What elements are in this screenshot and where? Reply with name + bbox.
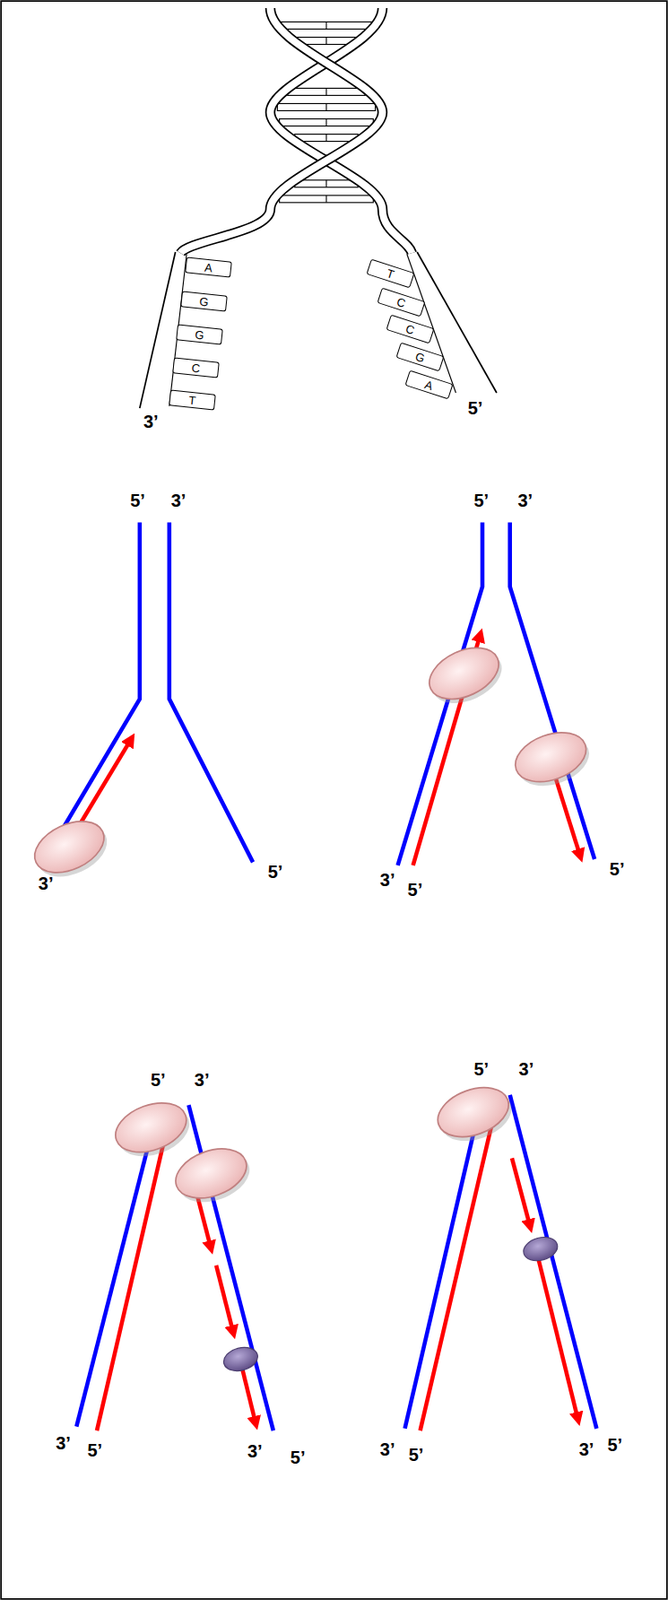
base-letter: C <box>190 361 201 374</box>
base-box: G <box>180 290 228 312</box>
strand-end-label: 5’ <box>290 1447 306 1467</box>
polymerase <box>26 810 113 883</box>
pair-divider <box>325 37 327 45</box>
pair-divider <box>325 180 327 188</box>
strand-end-label: 3’ <box>171 490 187 511</box>
base-letter: C <box>404 322 417 337</box>
base-letter: G <box>194 328 205 341</box>
strand-end-label: 5’ <box>474 1058 490 1079</box>
base-box: T <box>169 389 217 410</box>
base-letter: A <box>424 377 435 391</box>
strand-end-label: 3’ <box>55 1432 71 1453</box>
strand-end-label: 3’ <box>194 1069 210 1090</box>
base-letter: A <box>203 260 213 274</box>
leading-strand <box>420 1111 495 1431</box>
base-pair <box>287 87 365 96</box>
strand-end-label: 3’ <box>380 869 396 890</box>
polymerase <box>108 1093 193 1162</box>
strand-end-label: 3’ <box>143 411 159 432</box>
strand-end-label: 3’ <box>247 1440 263 1461</box>
helix-strand <box>180 8 382 253</box>
base-pair <box>294 134 359 142</box>
base-box: C <box>376 286 426 317</box>
strand-end-label: 3’ <box>519 1058 535 1079</box>
base-pair-rungs <box>277 21 375 202</box>
polymerase <box>168 1139 253 1207</box>
pair-divider <box>325 134 327 142</box>
base-pair <box>279 21 374 29</box>
base-box: T <box>366 258 416 288</box>
ligase <box>221 1343 261 1374</box>
pair-divider <box>325 103 327 111</box>
strand-end-label: 5’ <box>407 879 424 900</box>
strand-end-label: 5’ <box>150 1069 166 1090</box>
base-box: G <box>176 324 225 346</box>
new-strand <box>75 741 130 832</box>
strand-end-label: 3’ <box>517 490 533 511</box>
base-pair <box>279 119 374 127</box>
okazaki-fragment <box>240 1362 255 1421</box>
pair-divider <box>325 119 327 127</box>
parental-strand <box>510 522 595 859</box>
strand-end-label: 5’ <box>268 861 284 882</box>
base-letter: G <box>199 294 209 308</box>
strand-end-label: 5’ <box>86 1440 103 1460</box>
strand-end-label: 5’ <box>609 858 625 879</box>
strand-end-label: 5’ <box>408 1444 425 1465</box>
strand-end-label: 5’ <box>130 490 146 511</box>
leading-strand <box>96 1122 169 1432</box>
strand-end-label: 3’ <box>38 873 54 894</box>
okazaki-fragment <box>511 1157 530 1224</box>
base-letter: G <box>414 349 427 364</box>
polymerase <box>508 723 593 791</box>
polymerase <box>431 1078 516 1146</box>
base-box: A <box>405 369 454 400</box>
base-box: C <box>172 356 220 378</box>
base-pair <box>277 103 375 111</box>
strand-end-label: 5’ <box>474 490 490 511</box>
strand-backbone <box>139 251 176 408</box>
strand-end-label: 5’ <box>468 398 484 418</box>
base-pair <box>279 195 374 203</box>
pair-divider <box>325 87 327 96</box>
strand-end-label: 5’ <box>607 1434 624 1455</box>
base-box: C <box>385 314 434 345</box>
base-letter: T <box>188 393 197 407</box>
polymerase <box>421 637 507 710</box>
okazaki-fragment <box>216 1265 233 1330</box>
helix-strand-outline <box>180 8 382 253</box>
parental-strand <box>169 522 253 863</box>
parental-strand <box>45 522 140 858</box>
pair-divider <box>325 195 327 203</box>
ligase <box>520 1233 561 1265</box>
pair-divider <box>325 21 327 29</box>
base-pair <box>294 180 359 188</box>
strand-backbone <box>416 251 497 393</box>
base-letter: C <box>395 294 408 309</box>
parental-strand <box>405 1094 483 1429</box>
base-letter: T <box>385 266 397 280</box>
base-box: G <box>396 342 445 373</box>
okazaki-fragment <box>537 1254 577 1416</box>
strand-end-label: 3’ <box>380 1439 396 1459</box>
base-box: A <box>184 256 233 278</box>
strand-end-label: 3’ <box>579 1439 595 1459</box>
parental-strand <box>510 1094 598 1429</box>
